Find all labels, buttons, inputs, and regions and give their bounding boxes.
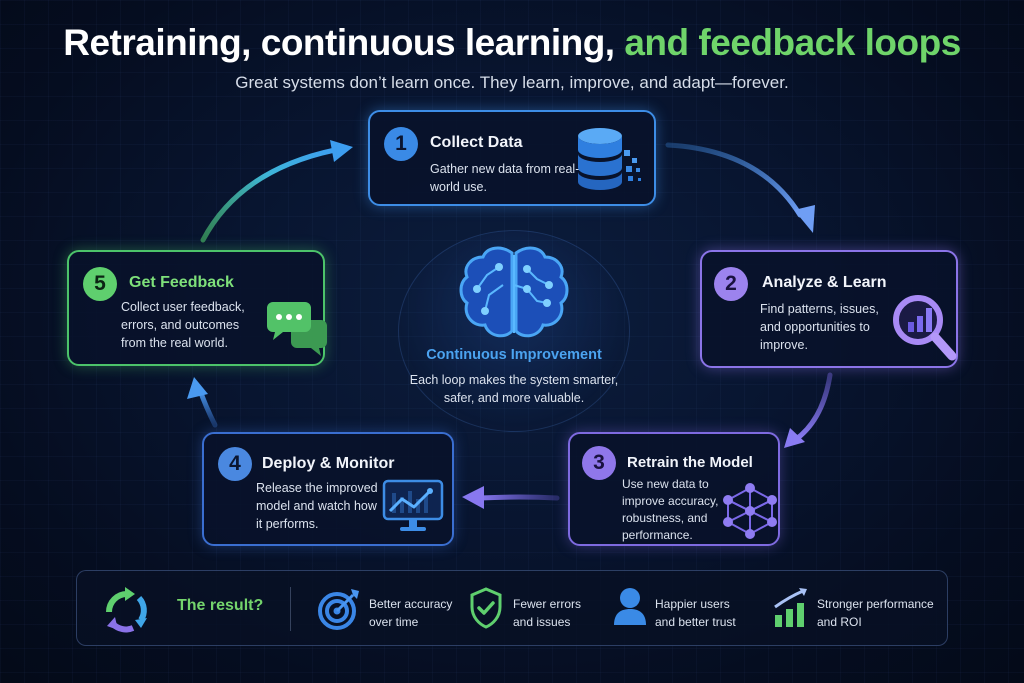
page-subtitle: Great systems don’t learn once. They lea… [235,73,789,92]
result-item-text: Stronger performance and ROI [817,597,934,629]
monitor-chart-icon [382,479,444,531]
neural-network-icon [723,483,777,539]
cycle-arrows-icon [106,587,147,633]
result-divider [290,587,291,631]
step-title: Retrain the Model [627,454,753,471]
center-continuous-improvement: Continuous Improvement Each loop makes t… [398,230,630,432]
step-card-deploy-monitor: 4 Deploy & Monitor Release the improved … [202,432,454,546]
step-card-get-feedback: 5 Get Feedback Collect user feedback, er… [67,250,327,366]
center-description: Each loop makes the system smarter, safe… [409,373,619,405]
step-card-analyze-learn: 2 Analyze & Learn Find patterns, issues,… [700,250,958,368]
brain-icon [459,246,569,338]
result-item-text: Fewer errors and issues [513,597,582,629]
step-description: Release the improved model and watch how… [256,481,378,531]
center-title: Continuous Improvement [426,347,602,363]
chat-bubbles-icon [267,302,327,356]
step-title: Get Feedback [129,274,234,291]
result-label: The result? [177,597,264,614]
arrow-3-to-4 [462,486,560,509]
result-item-text: Better accuracy over time [369,597,453,629]
target-icon [318,589,359,630]
magnifier-chart-icon [893,295,957,361]
step-description: Collect user feedback, errors, and outco… [121,300,245,350]
step-description: Find patterns, issues, and opportunities… [760,302,879,352]
step-number-badge: 1 [384,127,418,161]
title-main: Retraining, continuous learning, [63,22,615,63]
step-number-badge: 5 [83,267,117,301]
step-title: Analyze & Learn [762,274,887,291]
step-card-collect-data: 1 Collect Data Gather new data from real… [368,110,656,206]
result-bar: The result? Better accuracy over time Fe… [76,570,948,646]
step-description: Gather new data from real-world use. [430,162,580,194]
arrow-1-to-2 [665,142,815,233]
step-card-retrain-model: 3 Retrain the Model Use new data to impr… [568,432,780,546]
step-number-badge: 4 [218,447,252,481]
database-icon [578,128,641,190]
page-title: Retraining, continuous learning, and fee… [0,22,1024,64]
step-number-badge: 2 [714,267,748,301]
arrow-4-to-5 [187,377,218,428]
arrow-5-to-1 [200,140,353,243]
title-accent: and feedback loops [624,22,961,63]
user-icon [614,588,646,625]
result-item-text: Happier users and better trust [655,597,736,629]
arrow-2-to-3 [784,372,833,448]
step-title: Collect Data [430,134,523,151]
step-title: Deploy & Monitor [262,455,395,472]
shield-check-icon [470,587,502,629]
step-number-badge: 3 [582,446,616,480]
step-description: Use new data to improve accuracy, robust… [622,477,719,542]
growth-chart-icon [774,588,807,627]
